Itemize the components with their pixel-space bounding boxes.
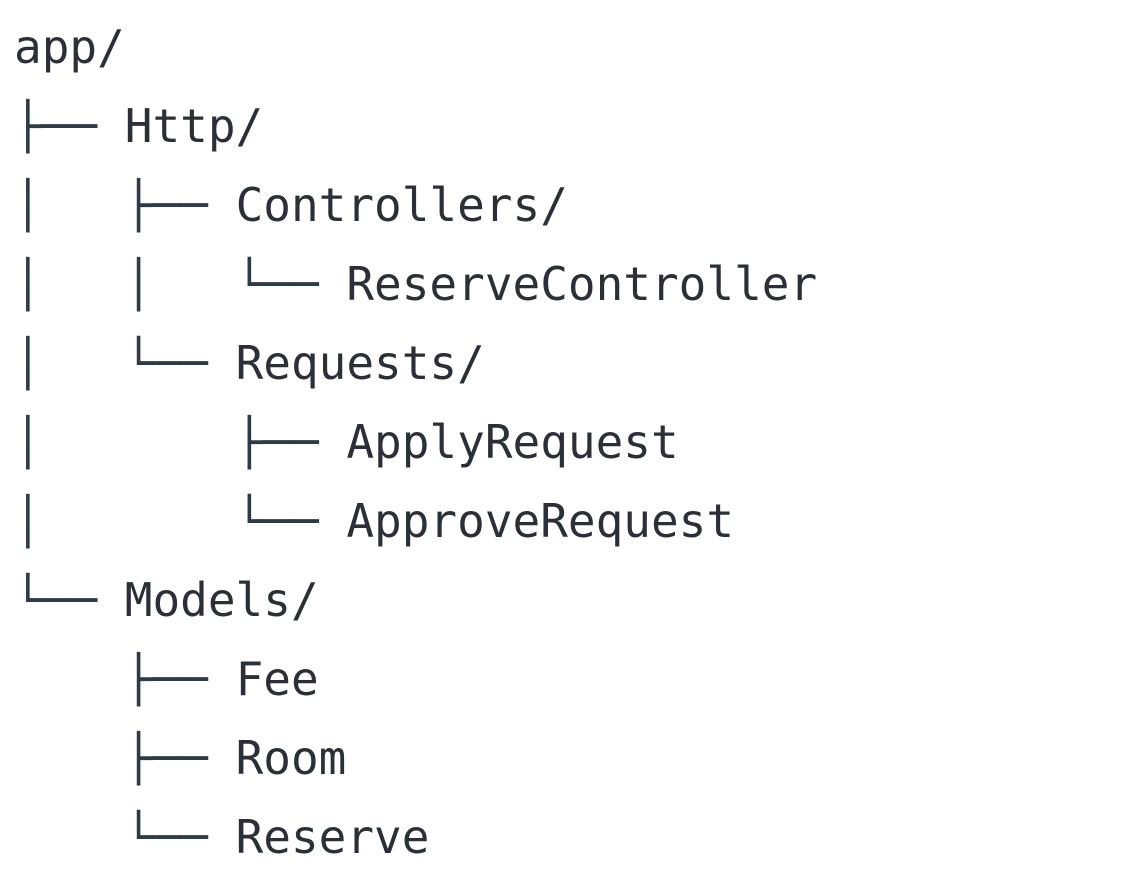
tree-file-label: ApproveRequest [346,494,735,548]
tree-branch-glyphs: │ └── [14,494,347,548]
tree-branch-glyphs: └── [14,573,125,627]
tree-directory-label: Http/ [124,99,264,153]
tree-branch-glyphs: │ │ └── [14,257,347,311]
tree-branch-glyphs: ├── [14,652,236,706]
tree-branch-glyphs: ├── [14,99,125,153]
tree-body: app/├── Http/│ ├── Controllers/│ │ └── R… [14,8,817,877]
tree-branch-glyphs: ├── [14,731,236,785]
tree-branch-glyphs: │ └── [14,336,236,390]
tree-file-label: ApplyRequest [346,415,679,469]
tree-node-approverequest[interactable]: │ └── ApproveRequest [14,482,817,561]
tree-directory-label: Requests/ [235,336,485,390]
tree-branch-glyphs: │ ├── [14,178,236,232]
tree-node-http[interactable]: ├── Http/ [14,87,817,166]
tree-node-fee[interactable]: ├── Fee [14,640,817,719]
tree-node-controllers[interactable]: │ ├── Controllers/ [14,166,817,245]
tree-node-reserve[interactable]: └── Reserve [14,798,817,877]
tree-directory-label: Models/ [124,573,319,627]
tree-branch-glyphs: └── [14,810,236,864]
tree-file-label: Reserve [235,810,430,864]
tree-node-models[interactable]: └── Models/ [14,561,817,640]
tree-directory-label: Controllers/ [235,178,568,232]
tree-file-label: Fee [235,652,319,706]
tree-directory-label: app/ [14,20,125,74]
tree-node-room[interactable]: ├── Room [14,719,817,798]
tree-branch-glyphs: │ ├── [14,415,347,469]
tree-file-label: ReserveController [346,257,818,311]
tree-file-label: Room [235,731,347,785]
tree-node-app[interactable]: app/ [14,8,817,87]
tree-node-requests[interactable]: │ └── Requests/ [14,324,817,403]
tree-node-applyrequest[interactable]: │ ├── ApplyRequest [14,403,817,482]
tree-node-reservecontroller[interactable]: │ │ └── ReserveController [14,245,817,324]
